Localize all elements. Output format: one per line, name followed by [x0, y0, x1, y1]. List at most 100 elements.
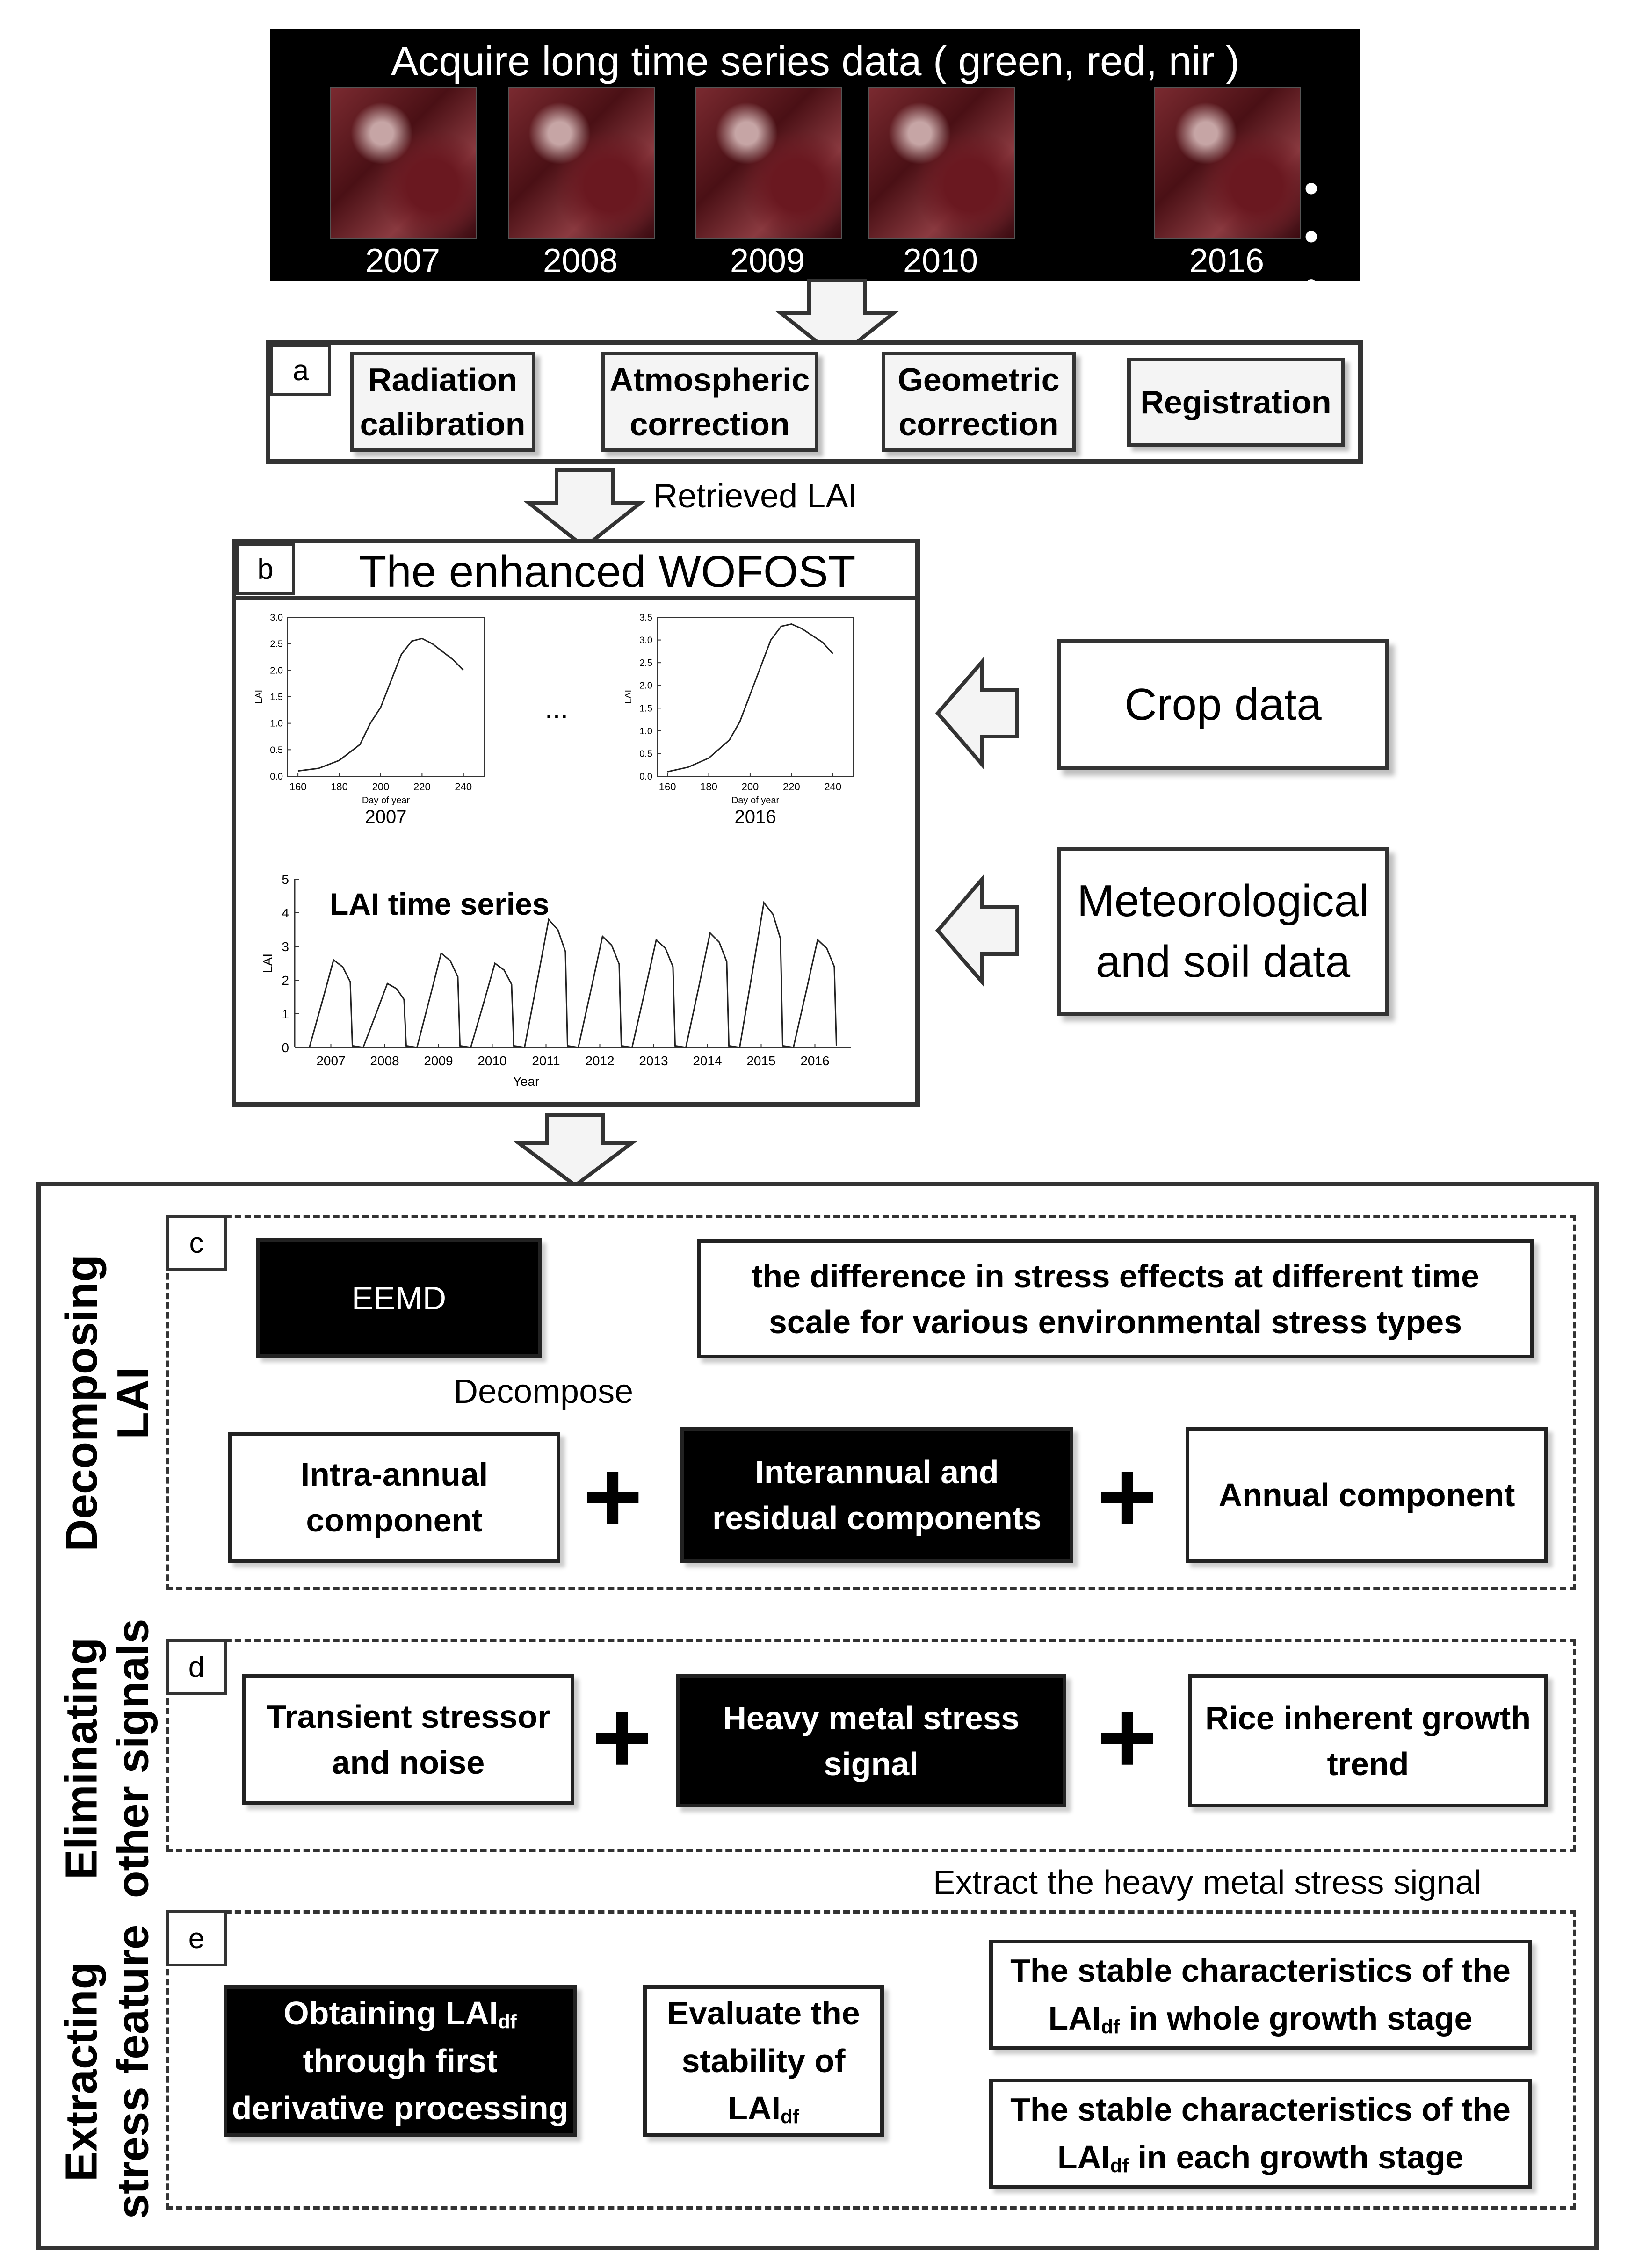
y-tick-label: 3.5 — [639, 613, 652, 623]
x-tick-label: 240 — [455, 781, 472, 793]
section-e-frame — [166, 1910, 1576, 2210]
y-tick-label: 2 — [282, 973, 289, 988]
satellite-image-2007 — [330, 87, 477, 239]
registration-step: Registration — [1127, 358, 1345, 447]
difference-line: the difference in stress effects at diff… — [752, 1257, 1479, 1294]
y-tick-label: 0.5 — [270, 745, 283, 755]
x-axis-label: Day of year — [362, 795, 410, 806]
left-arrow — [935, 874, 1019, 987]
y-axis-label: LAI — [623, 690, 634, 704]
y-tick-label: 2.5 — [639, 658, 652, 668]
ellipsis: • • • — [1304, 165, 1329, 308]
lai-time-series-label: LAI time series — [330, 887, 550, 921]
x-tick-label: 220 — [783, 781, 800, 793]
x-tick-label: 200 — [372, 781, 390, 793]
x-tick-label: 2013 — [639, 1054, 668, 1068]
inter-line: residual components — [712, 1500, 1042, 1536]
acquisition-panel: Acquire long time series data ( green, r… — [270, 29, 1360, 308]
side-title-line: Decomposing — [56, 1254, 107, 1552]
chart-caption: 2016 — [735, 807, 776, 827]
year-label: 2007 — [365, 242, 441, 280]
crop-data-box: Crop data — [1057, 639, 1389, 770]
step-line: correction — [629, 405, 790, 442]
eval-line: stability of — [681, 2042, 846, 2079]
wofost-header — [236, 543, 915, 600]
transient-stressor-box: Transient stressor and noise — [242, 1674, 574, 1805]
x-tick-label: 2008 — [370, 1054, 399, 1068]
heavy-line: Heavy metal stress — [723, 1699, 1020, 1736]
lai-series-line — [667, 623, 833, 773]
down-arrow — [523, 468, 646, 550]
transient-line: and noise — [332, 1744, 485, 1781]
y-tick-label: 3 — [282, 939, 289, 954]
plot-frame — [287, 617, 485, 777]
y-tick-label: 1.0 — [270, 719, 283, 729]
chart-caption: 2007 — [365, 807, 407, 827]
satellite-image-2016 — [1154, 87, 1301, 239]
satellite-image-2008 — [508, 87, 655, 239]
panel-tag-d: d — [166, 1639, 227, 1695]
interannual-residual-box: Interannual and residual components — [680, 1427, 1073, 1563]
subscript: df — [781, 2105, 799, 2128]
wofost-title: The enhanced WOFOST — [359, 547, 856, 597]
obtain-line: Obtaining LAIdf — [232, 1990, 569, 2037]
side-title-line: Eliminating — [56, 1637, 107, 1879]
section-c-frame — [166, 1215, 1576, 1590]
acquisition-title: Acquire long time series data ( green, r… — [391, 38, 1240, 84]
year-label: 2009 — [730, 242, 805, 280]
annual-component-box: Annual component — [1186, 1427, 1548, 1563]
plus-sign: + — [1097, 1680, 1158, 1795]
x-tick-label: 180 — [700, 781, 717, 793]
y-tick-label: 2.0 — [639, 681, 652, 691]
plus-sign: + — [582, 1439, 643, 1554]
x-axis-label: Day of year — [731, 795, 780, 806]
y-tick-label: 1.5 — [639, 703, 652, 714]
met-line: Meteorological — [1077, 876, 1369, 926]
x-tick-label: 240 — [824, 781, 841, 793]
rice-line: trend — [1327, 1745, 1409, 1782]
left-arrow — [935, 657, 1019, 770]
x-tick-label: 220 — [413, 781, 431, 793]
stress-difference-box: the difference in stress effects at diff… — [697, 1239, 1534, 1358]
y-axis-label: LAI — [254, 690, 264, 704]
subscript: df — [498, 2010, 517, 2033]
plus-sign: + — [1097, 1439, 1158, 1554]
y-tick-label: 0.5 — [639, 749, 652, 759]
y-tick-label: 0.0 — [639, 772, 652, 782]
x-tick-label: 2007 — [316, 1054, 345, 1068]
inter-line: Interannual and — [755, 1454, 999, 1490]
whole-text: LAI — [1048, 2000, 1101, 2037]
x-tick-label: 200 — [742, 781, 759, 793]
x-tick-label: 160 — [659, 781, 676, 793]
year-label: 2010 — [903, 242, 978, 280]
each-line: The stable characteristics of the — [1010, 2091, 1511, 2128]
x-tick-label: 160 — [289, 781, 307, 793]
lai-series-line — [309, 901, 837, 1048]
whole-growth-stage-box: The stable characteristics of the LAIdf … — [989, 1940, 1532, 2050]
y-tick-label: 0 — [282, 1040, 289, 1055]
extract-signal-label: Extract the heavy metal stress signal — [933, 1864, 1482, 1901]
lai-series-line — [297, 637, 464, 772]
panel-tag-b: b — [236, 543, 295, 595]
wofost-box — [232, 539, 920, 1107]
side-title-line: LAI — [108, 1366, 159, 1439]
down-arrow — [514, 1113, 637, 1188]
y-tick-label: 3.0 — [639, 636, 652, 646]
obtain-lai-df-box: Obtaining LAIdf through first derivative… — [224, 1985, 577, 2137]
y-tick-label: 2.5 — [270, 639, 283, 650]
each-growth-stage-box: The stable characteristics of the LAIdf … — [989, 2079, 1532, 2189]
x-tick-label: 2009 — [424, 1054, 453, 1068]
x-axis-label: Year — [513, 1074, 540, 1089]
whole-line: The stable characteristics of the — [1010, 1952, 1511, 1989]
transient-line: Transient stressor — [266, 1698, 550, 1735]
section-d-frame — [166, 1639, 1576, 1852]
y-tick-label: 5 — [282, 872, 289, 887]
plot-frame — [657, 617, 854, 777]
